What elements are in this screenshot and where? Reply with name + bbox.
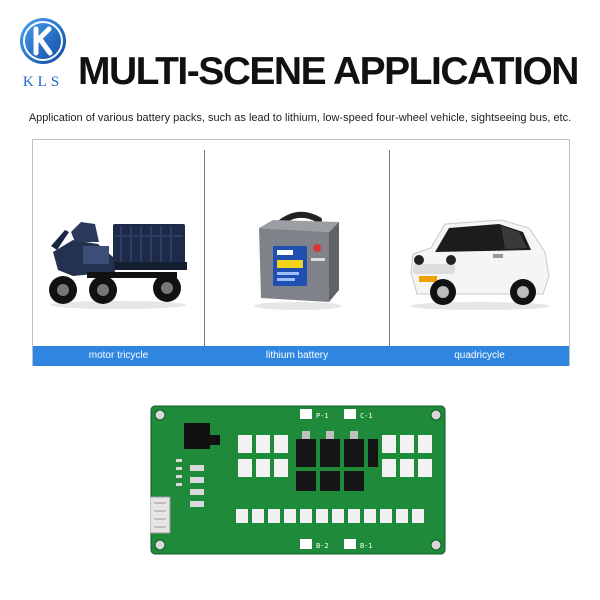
motor-tricycle-image — [49, 222, 187, 309]
pcb-label-c: C-1 — [360, 412, 373, 420]
bms-board-image: P-1 C-1 B-2 B-1 — [149, 405, 446, 555]
scene-caption-lithium-battery: lithium battery — [265, 350, 329, 361]
caption-bar: motor tricycle lithium battery quadricyc… — [33, 346, 569, 366]
scene-caption-motor-tricycle: motor tricycle — [88, 350, 149, 361]
scene-divider — [204, 150, 205, 346]
page-title: MULTI-SCENE APPLICATION — [78, 50, 579, 93]
brand-logo: KLS — [14, 14, 72, 96]
lithium-battery-image — [254, 211, 342, 310]
page-subtitle: Application of various battery packs, su… — [28, 112, 572, 124]
pcb-label-b2: B-2 — [316, 542, 329, 550]
pcb-label-p: P-1 — [316, 412, 329, 420]
quadricycle-image — [410, 219, 550, 310]
pcb-label-b1: B-1 — [360, 542, 373, 550]
logo-text: KLS — [22, 74, 64, 90]
scene-divider — [389, 150, 390, 346]
scene-caption-quadricycle: quadricycle — [454, 350, 505, 361]
logo-emblem-icon — [20, 18, 66, 64]
scene-panel: motor tricycle lithium battery quadricyc… — [32, 139, 570, 366]
